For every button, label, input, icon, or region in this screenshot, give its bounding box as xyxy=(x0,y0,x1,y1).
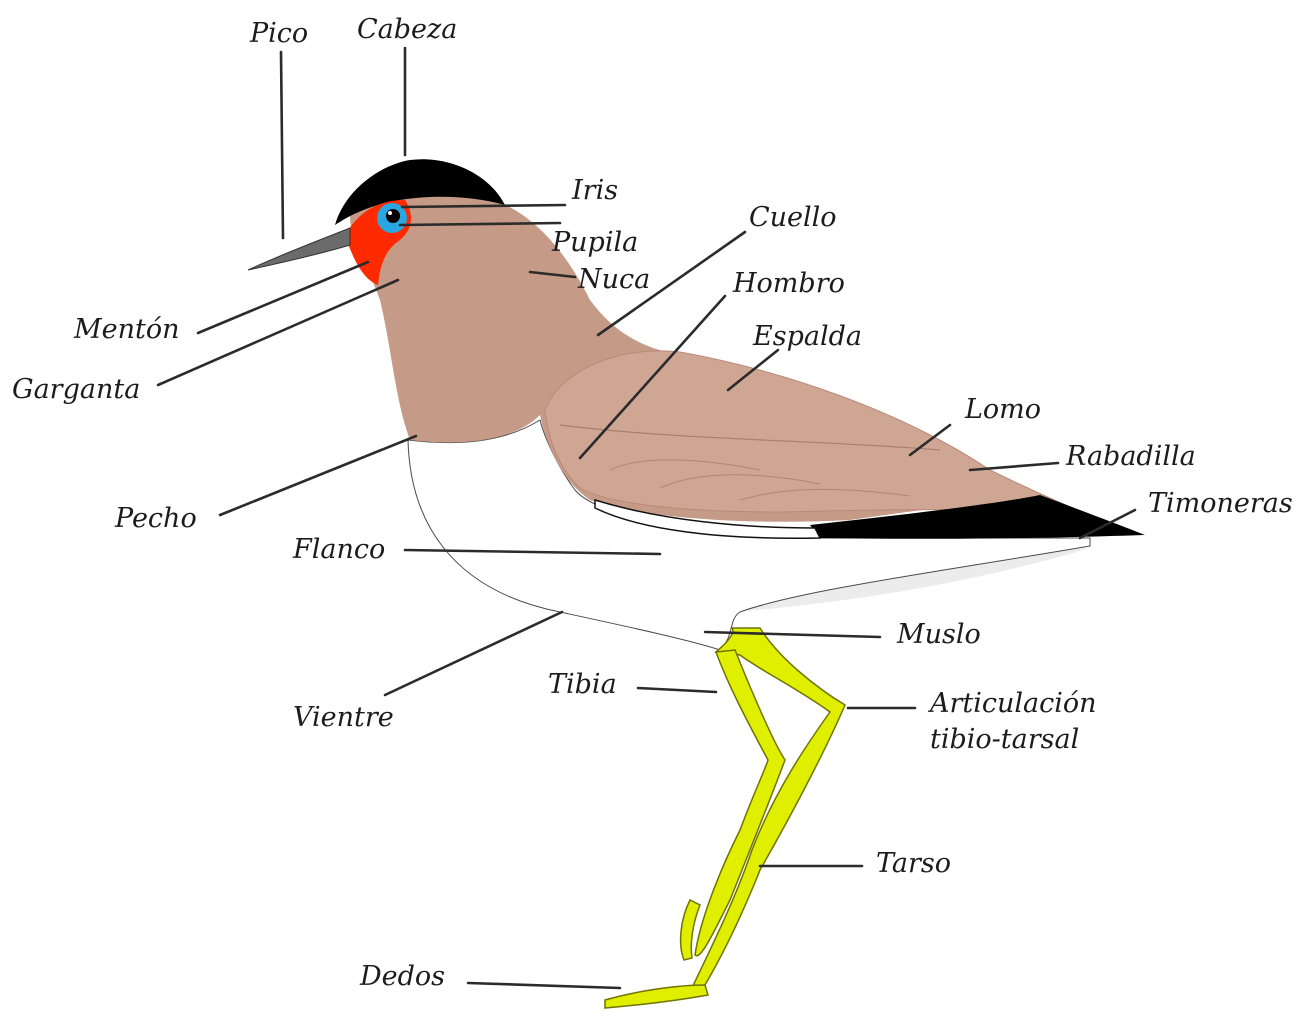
label-pecho: Pecho xyxy=(115,505,197,532)
leader-tibia xyxy=(638,688,716,692)
label-muslo: Muslo xyxy=(897,621,981,648)
leader-menton xyxy=(198,262,368,333)
eye-highlight xyxy=(388,211,392,215)
label-hombro: Hombro xyxy=(733,270,845,297)
wing-coverts xyxy=(545,351,1095,520)
label-lomo: Lomo xyxy=(965,396,1041,423)
leader-dedos xyxy=(468,983,620,988)
label-rabadilla: Rabadilla xyxy=(1066,443,1196,470)
label-articulacion: Articulación tibio-tarsal xyxy=(930,686,1097,759)
legs xyxy=(605,628,845,1008)
label-dedos: Dedos xyxy=(360,963,445,990)
label-pupila: Pupila xyxy=(552,229,638,256)
eye-pupil xyxy=(386,209,400,223)
label-espalda: Espalda xyxy=(753,323,862,350)
leader-pecho xyxy=(220,436,416,515)
leg-front xyxy=(690,628,845,992)
label-cuello: Cuello xyxy=(749,204,837,231)
leader-garganta xyxy=(158,280,398,385)
leader-pico xyxy=(281,52,283,238)
label-nuca: Nuca xyxy=(578,266,650,293)
label-tarso: Tarso xyxy=(876,850,951,877)
label-timoneras: Timoneras xyxy=(1148,490,1293,517)
leader-vientre xyxy=(385,612,562,695)
label-menton: Mentón xyxy=(74,316,180,343)
label-cabeza: Cabeza xyxy=(357,16,457,43)
label-pico: Pico xyxy=(250,20,308,47)
label-vientre: Vientre xyxy=(293,704,394,731)
label-garganta: Garganta xyxy=(12,376,140,403)
label-iris: Iris xyxy=(572,177,618,204)
label-flanco: Flanco xyxy=(293,536,385,563)
beak xyxy=(248,228,350,270)
label-tibia: Tibia xyxy=(548,671,617,698)
